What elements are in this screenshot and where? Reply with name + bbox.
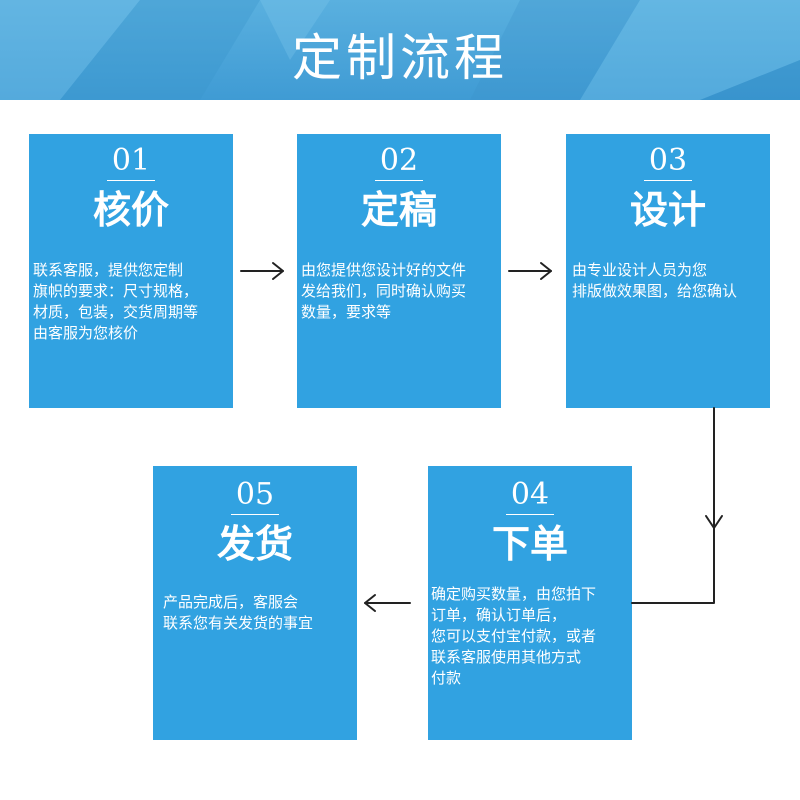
step-card-03: 03 设计 由专业设计人员为您 排版做效果图，给您确认 xyxy=(566,134,770,408)
step-card-02: 02 定稿 由您提供您设计好的文件 发给我们，同时确认购买 数量，要求等 xyxy=(297,134,501,408)
step-divider xyxy=(107,180,155,181)
arrow-right-icon xyxy=(240,262,284,280)
step-divider xyxy=(644,180,692,181)
step-description: 联系客服，提供您定制 旗帜的要求：尺寸规格， 材质，包装，交货周期等 由客服为您… xyxy=(33,261,199,342)
step-description: 产品完成后，客服会 联系您有关发货的事宜 xyxy=(163,593,314,632)
step-number: 05 xyxy=(235,477,275,512)
step-number: 01 xyxy=(111,143,151,178)
step-number: 03 xyxy=(648,143,688,178)
header-banner: 定制流程 xyxy=(0,0,800,100)
arrow-right-icon xyxy=(508,262,552,280)
step-title: 设计 xyxy=(629,188,706,232)
step-card-01: 01 核价 联系客服，提供您定制 旗帜的要求：尺寸规格， 材质，包装，交货周期等… xyxy=(29,134,233,408)
banner-background-pattern xyxy=(0,0,800,100)
step-title: 下单 xyxy=(491,522,568,566)
arrow-down-icon xyxy=(705,407,723,529)
step-card-05: 05 发货 产品完成后，客服会 联系您有关发货的事宜 xyxy=(153,466,357,740)
step-description: 由您提供您设计好的文件 发给我们，同时确认购买 数量，要求等 xyxy=(301,261,467,321)
step-title: 发货 xyxy=(216,522,293,566)
step-number: 02 xyxy=(379,143,419,178)
page-title: 定制流程 xyxy=(292,29,508,87)
step-card-04: 04 下单 确定购买数量，由您拍下 订单，确认订单后， 您可以支付宝付款，或者 … xyxy=(428,466,632,740)
connector-line xyxy=(631,527,715,604)
step-number: 04 xyxy=(510,477,550,512)
step-divider xyxy=(375,180,423,181)
step-description: 确定购买数量，由您拍下 订单，确认订单后， 您可以支付宝付款，或者 联系客服使用… xyxy=(431,585,597,687)
arrow-left-icon xyxy=(364,594,411,612)
step-divider xyxy=(231,514,279,515)
step-divider xyxy=(506,514,554,515)
step-title: 定稿 xyxy=(360,188,437,232)
step-description: 由专业设计人员为您 排版做效果图，给您确认 xyxy=(572,261,738,300)
step-title: 核价 xyxy=(92,188,169,232)
